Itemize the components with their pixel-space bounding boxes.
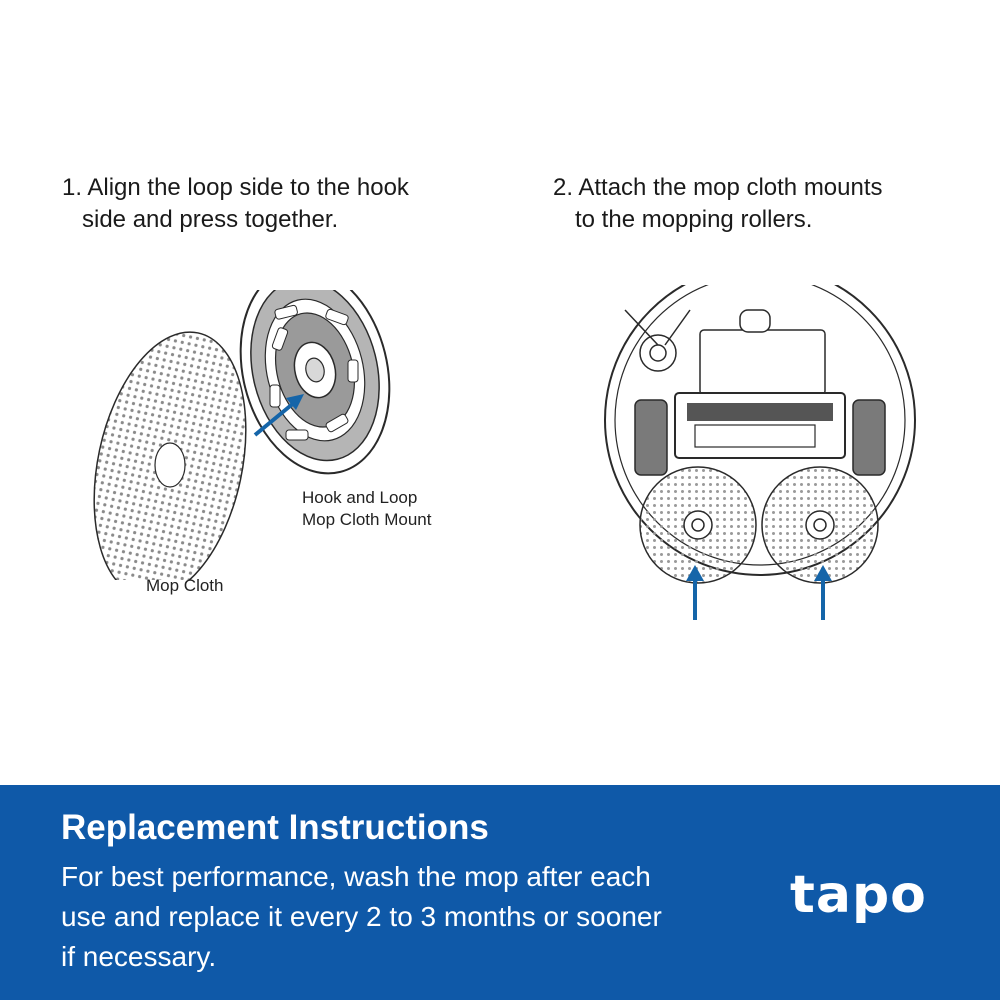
mop-cloth-disc (93, 331, 247, 580)
banner-body: For best performance, wash the mop after… (61, 857, 741, 977)
hook-and-loop-mount (239, 290, 391, 475)
arrow-icon (253, 394, 304, 437)
step-2-instruction: 2. Attach the mop cloth mounts to the mo… (553, 172, 883, 236)
banner-body-line-1: For best performance, wash the mop after… (61, 861, 651, 892)
banner-body-line-3: if necessary. (61, 941, 217, 972)
banner-title: Replacement Instructions (61, 808, 489, 847)
step-1-instruction: 1. Align the loop side to the hook side … (62, 172, 409, 236)
right-arrow-icon (814, 565, 832, 620)
mount-label-line-2: Mop Cloth Mount (302, 510, 432, 529)
mount-label-line-1: Hook and Loop (302, 488, 418, 507)
step-1-line-2: side and press together. (82, 206, 339, 233)
step-2-line-1: 2. Attach the mop cloth mounts (553, 174, 883, 201)
mop-cloth-label: Mop Cloth (146, 576, 224, 595)
step-2-line-2: to the mopping rollers. (575, 206, 813, 233)
tapo-logo: tapo (790, 865, 927, 925)
right-mop-roller (761, 466, 879, 584)
step-1-line-1: 1. Align the loop side to the hook (62, 174, 409, 201)
replacement-instructions-banner: Replacement Instructions For best perfor… (0, 785, 1000, 1000)
banner-body-line-2: use and replace it every 2 to 3 months o… (61, 901, 662, 932)
mop-cloth-assembly-illustration (93, 290, 391, 580)
left-mop-roller (639, 466, 757, 584)
left-arrow-icon (686, 565, 704, 620)
robot-underside-illustration (604, 285, 916, 620)
mount-label: Hook and Loop Mop Cloth Mount (302, 487, 431, 531)
